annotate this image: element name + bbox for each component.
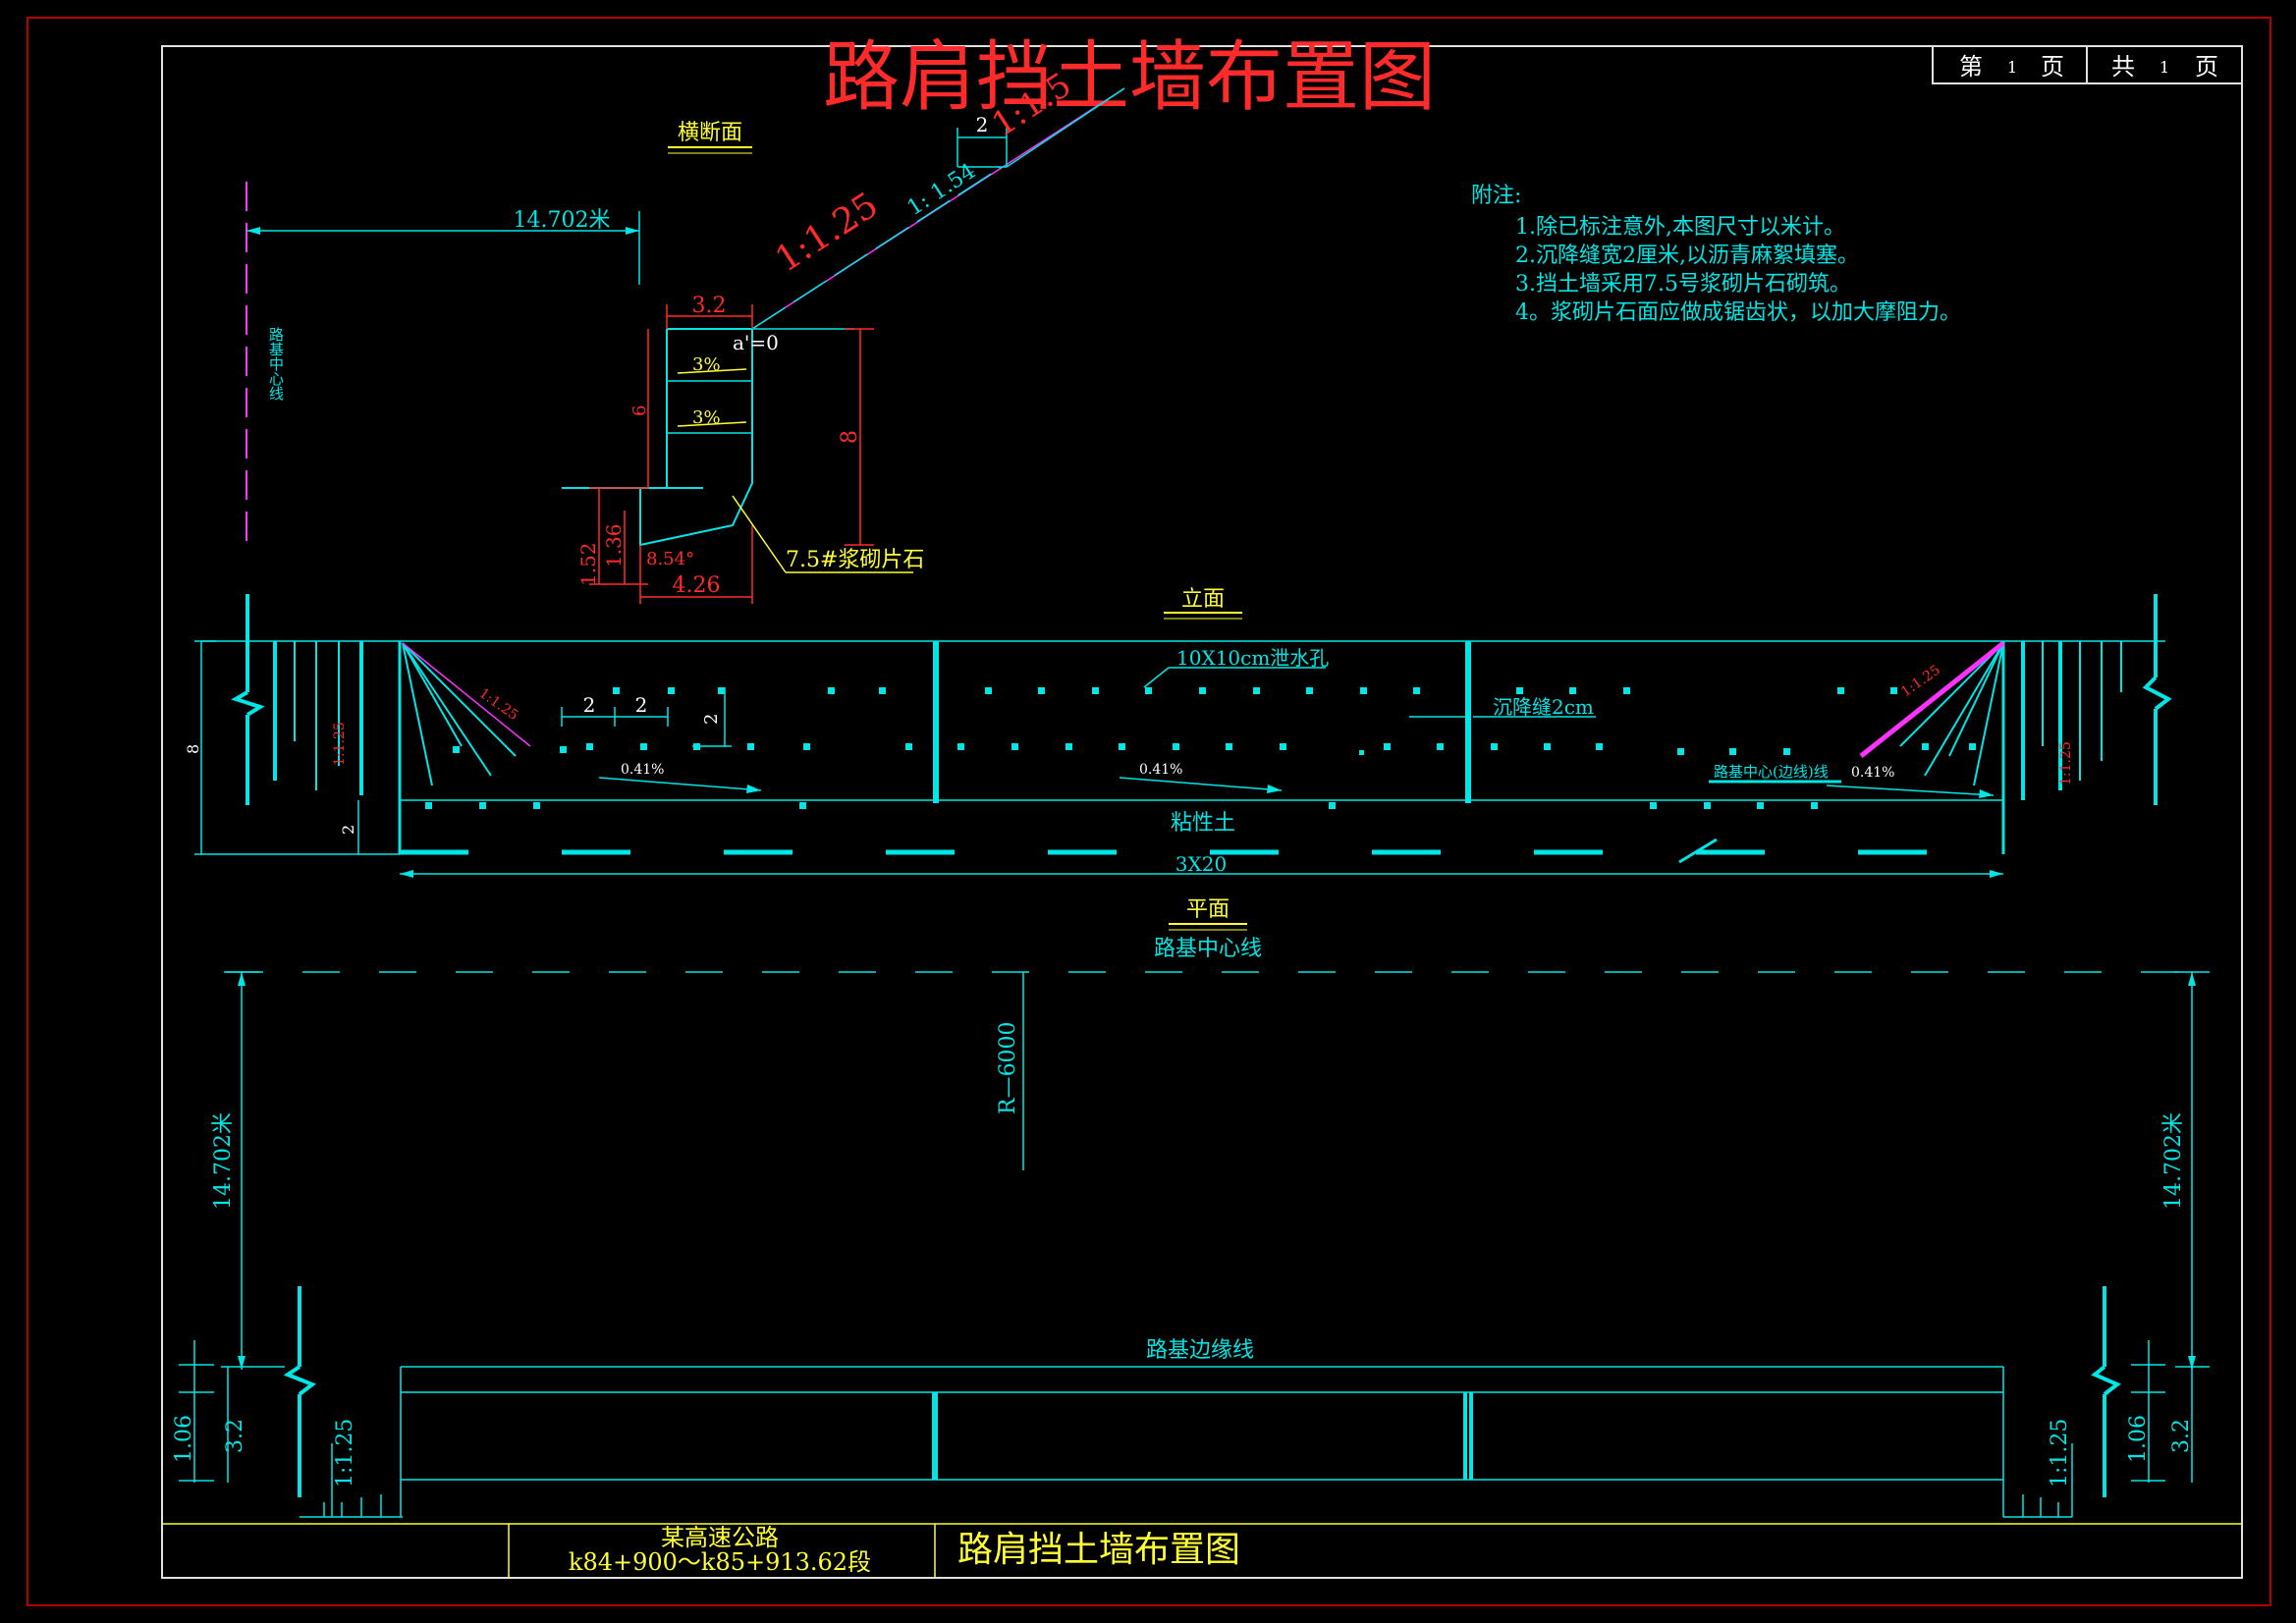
spacing-label: 2	[635, 693, 648, 717]
elevation-view: 立面 3X20 粘性土 1:1.25 8 2	[184, 587, 2172, 878]
plan-right-d2: 3.2	[2169, 1419, 2194, 1453]
grade-label: 3%	[692, 407, 721, 428]
edge-line-label: 路基边缘线	[1146, 1338, 1254, 1363]
total-unit: 页	[2195, 53, 2218, 81]
drawing-name: 路肩挡土墙布置图	[957, 1530, 1240, 1570]
centerline-label: 路基中心线	[267, 327, 285, 401]
plan-left-slope: 1:1.25	[333, 1419, 357, 1488]
slope-line	[751, 166, 1003, 330]
length-label: 3X20	[1175, 852, 1227, 876]
total-label: 共	[2111, 53, 2135, 81]
bench-width: 2	[976, 113, 989, 136]
slope-right: 1:1.25	[2058, 741, 2074, 785]
material-label: 7.5#浆砌片石	[786, 548, 924, 572]
outer-frame	[27, 17, 2271, 1606]
distance-label: 14.702米	[514, 208, 611, 233]
total-height: 8	[838, 430, 862, 444]
slope-diag-left: 1:1.25	[476, 685, 521, 724]
found-height: 2	[339, 825, 357, 835]
section-range: k84+900～k85+913.62段	[569, 1548, 871, 1576]
plan-right-slope: 1:1.25	[2048, 1419, 2072, 1488]
drain-hole-label: 10X10cm泄水孔	[1176, 646, 1329, 670]
total-number: 1	[2159, 58, 2169, 77]
top-width: 3.2	[692, 294, 727, 318]
spacing-v-label: 2	[701, 714, 722, 725]
page-label: 第	[1959, 53, 1983, 81]
radius-label: R—6000	[996, 1021, 1020, 1114]
note-item: 3.挡土墙采用7.5号浆砌片石砌筑。	[1515, 272, 1851, 297]
plan-title: 平面	[1186, 897, 1230, 922]
plan-right-d1: 1.06	[2126, 1415, 2151, 1463]
cross-section: 横断面 路基中心线 14.702米 2 1:1.25 1: 1.54 1:1.5	[246, 66, 1125, 604]
slope-mid: 1: 1.54	[903, 159, 981, 221]
found-h1: 1.52	[576, 542, 600, 586]
inner-frame	[161, 45, 2243, 1579]
wall-height: 6	[629, 406, 650, 416]
slope-main: 1:1.25	[769, 185, 886, 280]
cross-section-title: 横断面	[678, 121, 742, 145]
settlement-joint-label: 沉降缝2cm	[1493, 695, 1594, 719]
grade-label: 0.41%	[1851, 765, 1894, 781]
grade-label: 0.41%	[621, 762, 664, 778]
plan-view: 平面 路基中心线 R—6000 14.702米 14.702米 路基边缘线	[172, 897, 2210, 1518]
grade-label: 3%	[692, 354, 721, 375]
notes-heading: 附注:	[1471, 184, 1521, 208]
height-label: 8	[184, 744, 202, 754]
page-box: 第 1 页 共 1 页	[1932, 45, 2243, 84]
title-block: 某高速公路 k84+900～k85+913.62段 路肩挡土墙布置图	[162, 1523, 2242, 1578]
drain-holes	[425, 687, 1976, 809]
plan-left-d1: 1.06	[172, 1415, 196, 1463]
plan-distance-right: 14.702米	[2161, 1112, 2186, 1210]
page-number: 1	[2007, 58, 2017, 77]
plan-left-d2: 3.2	[223, 1419, 247, 1453]
grade-label: 0.41%	[1139, 762, 1182, 778]
main-title: 路肩挡土墙布置图	[823, 33, 1436, 122]
soil-label: 粘性土	[1171, 811, 1235, 836]
spacing-label: 2	[583, 693, 596, 717]
note-item: 2.沉降缝宽2厘米,以沥青麻絮填塞。	[1515, 243, 1859, 268]
note-item: 1.除已标注意外,本图尺寸以米计。	[1515, 215, 1845, 240]
plan-centerline-label: 路基中心线	[1154, 937, 1262, 961]
angle-label: a'=0	[733, 331, 779, 354]
note-item: 4。浆砌片石面应做成锯齿状，以加大摩阻力。	[1515, 300, 1961, 325]
base-width: 4.26	[673, 573, 721, 598]
page-unit: 页	[2041, 53, 2064, 81]
found-angle: 8.54°	[646, 549, 694, 569]
notes-block: 附注: 1.除已标注意外,本图尺寸以米计。 2.沉降缝宽2厘米,以沥青麻絮填塞。…	[1471, 184, 1961, 325]
elevation-centerline-label: 路基中心(边线)线	[1714, 763, 1829, 781]
plan-distance-left: 14.702米	[211, 1112, 236, 1210]
slope-left: 1:1.25	[332, 722, 348, 766]
elevation-title: 立面	[1181, 587, 1225, 612]
found-h2: 1.36	[602, 523, 626, 568]
project-name: 某高速公路	[661, 1524, 779, 1551]
